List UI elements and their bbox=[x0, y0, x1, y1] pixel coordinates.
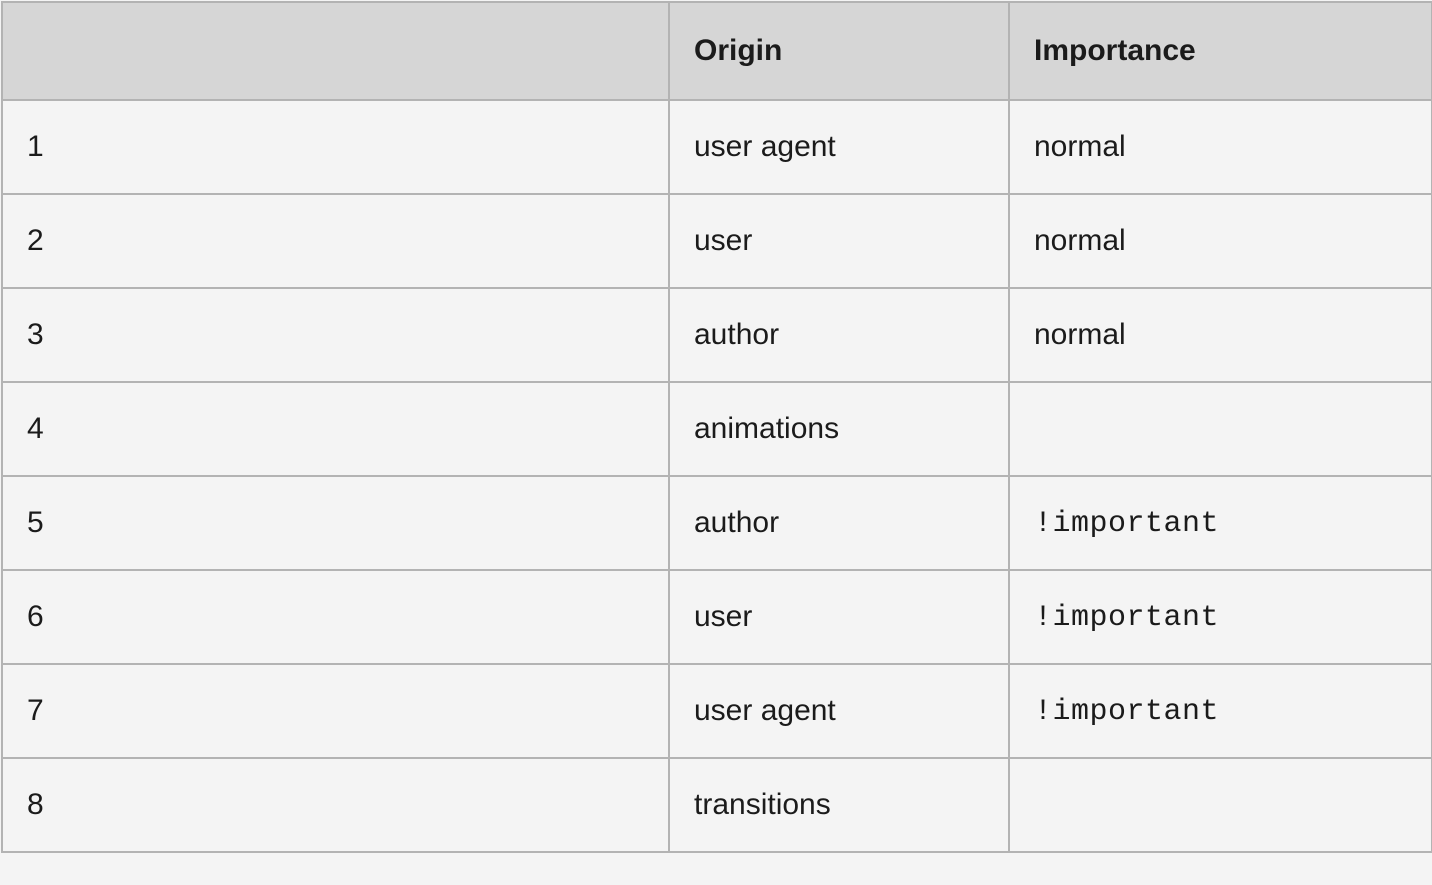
importance-cell: !important bbox=[1008, 569, 1432, 665]
table-row: 4 animations bbox=[1, 381, 1432, 477]
order-cell: 5 bbox=[1, 475, 670, 571]
importance-code: !important bbox=[1034, 507, 1220, 541]
header-order bbox=[1, 1, 670, 101]
table-row: 8 transitions bbox=[1, 757, 1432, 853]
importance-cell: normal bbox=[1008, 193, 1432, 289]
order-cell: 7 bbox=[1, 663, 670, 759]
origin-cell: user bbox=[668, 193, 1010, 289]
origin-cell: user agent bbox=[668, 99, 1010, 195]
table-row: 5 author !important bbox=[1, 475, 1432, 571]
origin-cell: user agent bbox=[668, 663, 1010, 759]
importance-value: normal bbox=[1034, 130, 1126, 163]
header-origin: Origin bbox=[668, 1, 1010, 101]
importance-code: !important bbox=[1034, 695, 1220, 729]
importance-cell bbox=[1008, 381, 1432, 477]
origin-cell: animations bbox=[668, 381, 1010, 477]
table-row: 6 user !important bbox=[1, 569, 1432, 665]
table-body: 1 user agent normal 2 user normal 3 auth… bbox=[1, 99, 1432, 853]
table-row: 3 author normal bbox=[1, 287, 1432, 383]
origin-cell: author bbox=[668, 287, 1010, 383]
order-cell: 8 bbox=[1, 757, 670, 853]
table-row: 1 user agent normal bbox=[1, 99, 1432, 195]
importance-cell: normal bbox=[1008, 287, 1432, 383]
importance-code: !important bbox=[1034, 601, 1220, 635]
importance-value: normal bbox=[1034, 318, 1126, 351]
order-cell: 2 bbox=[1, 193, 670, 289]
order-cell: 3 bbox=[1, 287, 670, 383]
importance-cell bbox=[1008, 757, 1432, 853]
table-row: 7 user agent !important bbox=[1, 663, 1432, 759]
order-cell: 1 bbox=[1, 99, 670, 195]
importance-cell: normal bbox=[1008, 99, 1432, 195]
table-header: Origin Importance bbox=[1, 1, 1432, 101]
importance-value: normal bbox=[1034, 224, 1126, 257]
origin-cell: author bbox=[668, 475, 1010, 571]
order-cell: 6 bbox=[1, 569, 670, 665]
origin-cell: user bbox=[668, 569, 1010, 665]
origin-cell: transitions bbox=[668, 757, 1010, 853]
cascade-order-table: Origin Importance 1 user agent normal 2 … bbox=[1, 1, 1432, 853]
table-row: 2 user normal bbox=[1, 193, 1432, 289]
header-row: Origin Importance bbox=[1, 1, 1432, 101]
importance-cell: !important bbox=[1008, 663, 1432, 759]
importance-cell: !important bbox=[1008, 475, 1432, 571]
header-importance: Importance bbox=[1008, 1, 1432, 101]
order-cell: 4 bbox=[1, 381, 670, 477]
